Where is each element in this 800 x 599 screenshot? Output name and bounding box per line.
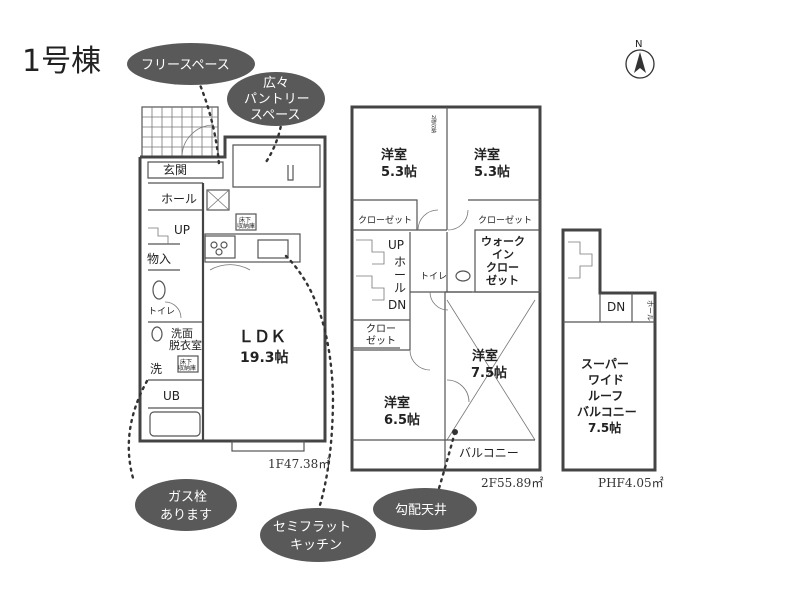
compass-icon: N	[625, 39, 655, 79]
callout-kitchen-text-1: セミフラット	[273, 520, 351, 535]
ph-dn-label: DN	[607, 300, 625, 314]
floor2-attic-label: 2階収納	[430, 115, 437, 133]
floor1-ub-label: UB	[163, 389, 180, 403]
floor2-room-a-name: 洋室	[381, 147, 407, 163]
floor2-wic-4: ゼット	[486, 273, 519, 287]
floor2-hall-label-1: ホ	[394, 255, 406, 269]
floor2-closet-c-2: ゼット	[366, 335, 396, 347]
building-title: 1号棟	[22, 44, 101, 79]
floor1-up-label: UP	[174, 223, 190, 237]
floor1-plan: 玄関 ホール UP 物入 トイレ 洗面 脱衣室 洗 UB ＬＤＫ 19.3帖 床…	[138, 106, 330, 471]
ph-hall-label: ホール	[646, 300, 654, 321]
ph-roof-3: ルーフ	[588, 389, 623, 403]
floor1-underfloor-label: 床下	[239, 216, 251, 224]
floor2-room-c-name: 洋室	[472, 348, 498, 364]
floor2-closet-c-1: クロー	[366, 323, 396, 335]
floor2-dn-label: DN	[388, 298, 406, 312]
ph-roof-4: バルコニー	[577, 405, 637, 419]
floor2-hall-label-2: ー	[394, 268, 406, 282]
floor2-room-d-size: 6.5帖	[384, 412, 420, 428]
floor1-underfloor2-label-2: 収納庫	[178, 364, 196, 372]
callout-gas: ガス栓 あります	[127, 379, 237, 531]
ph-roof-2: ワイド	[588, 373, 624, 387]
callout-kitchen: セミフラット キッチン	[260, 254, 376, 562]
floor2-room-b-name: 洋室	[474, 147, 500, 163]
floor2-balcony-label: バルコニー	[459, 446, 519, 460]
floor1-storage-label: 物入	[147, 252, 171, 266]
floor2-wic-3: クロー	[486, 261, 519, 274]
floor2-room-c-size: 7.5帖	[471, 365, 507, 381]
floor2-wic-1: ウォーク	[481, 235, 525, 248]
floor2-wic-2: イン	[492, 248, 514, 261]
floor1-hall-label: ホール	[161, 192, 197, 206]
callout-gas-text-2: あります	[160, 508, 212, 523]
floor1-washroom-label: 洗面	[171, 327, 193, 340]
callout-free-space: フリースペース	[127, 43, 255, 166]
floor1-ldk-name: ＬＤＫ	[238, 327, 286, 346]
callout-kitchen-text-2: キッチン	[290, 538, 342, 553]
floor2-hall-label-3: ル	[394, 281, 406, 295]
callout-ceiling: 勾配天井	[373, 429, 477, 530]
ph-area: PHF4.05㎡	[598, 476, 664, 490]
floor2-area: 2F55.89㎡	[481, 476, 543, 490]
floor1-wash-label: 洗	[150, 362, 162, 376]
callout-pantry-text-3: スペース	[250, 108, 300, 123]
floor1-toilet-label: トイレ	[148, 307, 175, 317]
floor2-plan: 洋室 5.3帖 洋室 5.3帖 クローゼット クローゼット ウォーク イン クロ…	[350, 105, 543, 490]
callout-gas-text-1: ガス栓	[168, 490, 207, 505]
floor1-underfloor2-label: 床下	[180, 358, 192, 366]
ph-roof-size: 7.5帖	[588, 420, 621, 435]
floor1-underfloor-label-2: 収納庫	[237, 222, 255, 230]
floor1-washroom-label-2: 脱衣室	[169, 338, 202, 352]
callout-pantry: 広々 パントリー スペース	[227, 72, 325, 167]
callout-pantry-text-1: 広々	[263, 76, 289, 91]
callout-ceiling-text: 勾配天井	[395, 503, 447, 518]
floor2-closet-a: クローゼット	[358, 214, 412, 226]
floor2-room-d-name: 洋室	[384, 395, 410, 411]
floor2-room-b-size: 5.3帖	[474, 164, 510, 180]
floor1-genkan-label: 玄関	[163, 162, 187, 177]
compass-north-label: N	[635, 39, 642, 50]
entrance-porch	[141, 106, 219, 158]
floor1-area: 1F47.38㎡	[268, 457, 330, 471]
callout-free-space-text: フリースペース	[141, 58, 230, 73]
ph-roof-1: スーパー	[581, 357, 629, 371]
floor2-up-label: UP	[388, 238, 404, 252]
floor2-closet-b: クローゼット	[478, 214, 532, 226]
callout-pantry-text-2: パントリー	[244, 92, 310, 107]
penthouse-plan: DN ホール スーパー ワイド ルーフ バルコニー 7.5帖 PHF4.05㎡	[561, 228, 664, 490]
floor2-toilet-label: トイレ	[420, 272, 447, 282]
floor1-ldk-size: 19.3帖	[240, 349, 289, 366]
floor2-room-a-size: 5.3帖	[381, 164, 417, 180]
